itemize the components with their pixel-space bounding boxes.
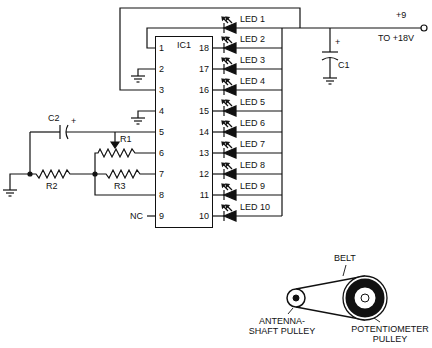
pin-number: 2	[159, 64, 164, 74]
resistor-designator: R3	[114, 181, 126, 191]
led-designator: LED 8	[240, 160, 265, 170]
pin-number: 14	[199, 127, 209, 137]
led-designator: LED 1	[240, 14, 265, 24]
pin-number: 12	[199, 169, 209, 179]
led-designator: LED 5	[240, 97, 265, 107]
pin-number: 11	[200, 190, 209, 200]
resistor-designator: R1	[120, 134, 132, 144]
polarity-mark: +	[335, 37, 340, 47]
pin-number: 6	[159, 148, 164, 158]
part-label: BELT	[334, 253, 356, 263]
part-label: ANTENNA-SHAFT PULLEY	[246, 316, 318, 336]
led-designator: LED 4	[240, 76, 265, 86]
pin-number: 8	[159, 190, 164, 200]
pin-number: 9	[159, 211, 164, 221]
ground-symbols	[3, 76, 337, 196]
no-connect: NC	[130, 211, 143, 221]
pin-number: 16	[199, 85, 209, 95]
led-designator: LED 2	[240, 34, 265, 44]
pin-number: 1	[159, 43, 164, 53]
capacitor-designator: C2	[48, 113, 60, 123]
pulley-illustration	[287, 265, 387, 322]
led-designator: LED 9	[240, 181, 265, 191]
supply-voltage: TO +18V	[378, 33, 414, 43]
pin-number: 3	[159, 85, 164, 95]
led-designator: LED 10	[240, 202, 270, 212]
pin-number: 5	[159, 127, 164, 137]
pin-number: 7	[159, 169, 164, 179]
led-designator: LED 6	[240, 118, 265, 128]
led-designator: LED 3	[240, 55, 265, 65]
pin-number: 18	[199, 43, 209, 53]
pin-number: 15	[199, 106, 209, 116]
pin-number: 13	[199, 148, 209, 158]
resistor-designator: R2	[46, 181, 58, 191]
pin-number: 4	[159, 106, 164, 116]
supply-voltage: +9	[396, 10, 406, 20]
led-symbols	[213, 17, 282, 221]
pin-number: 17	[199, 64, 209, 74]
led-designator: LED 7	[240, 139, 265, 149]
polarity-mark: +	[71, 116, 76, 126]
pin-number: 10	[199, 211, 209, 221]
capacitor-designator: C1	[338, 60, 350, 70]
wires	[10, 8, 427, 216]
part-label: POTENTIOMETER PULLEY	[350, 324, 430, 344]
